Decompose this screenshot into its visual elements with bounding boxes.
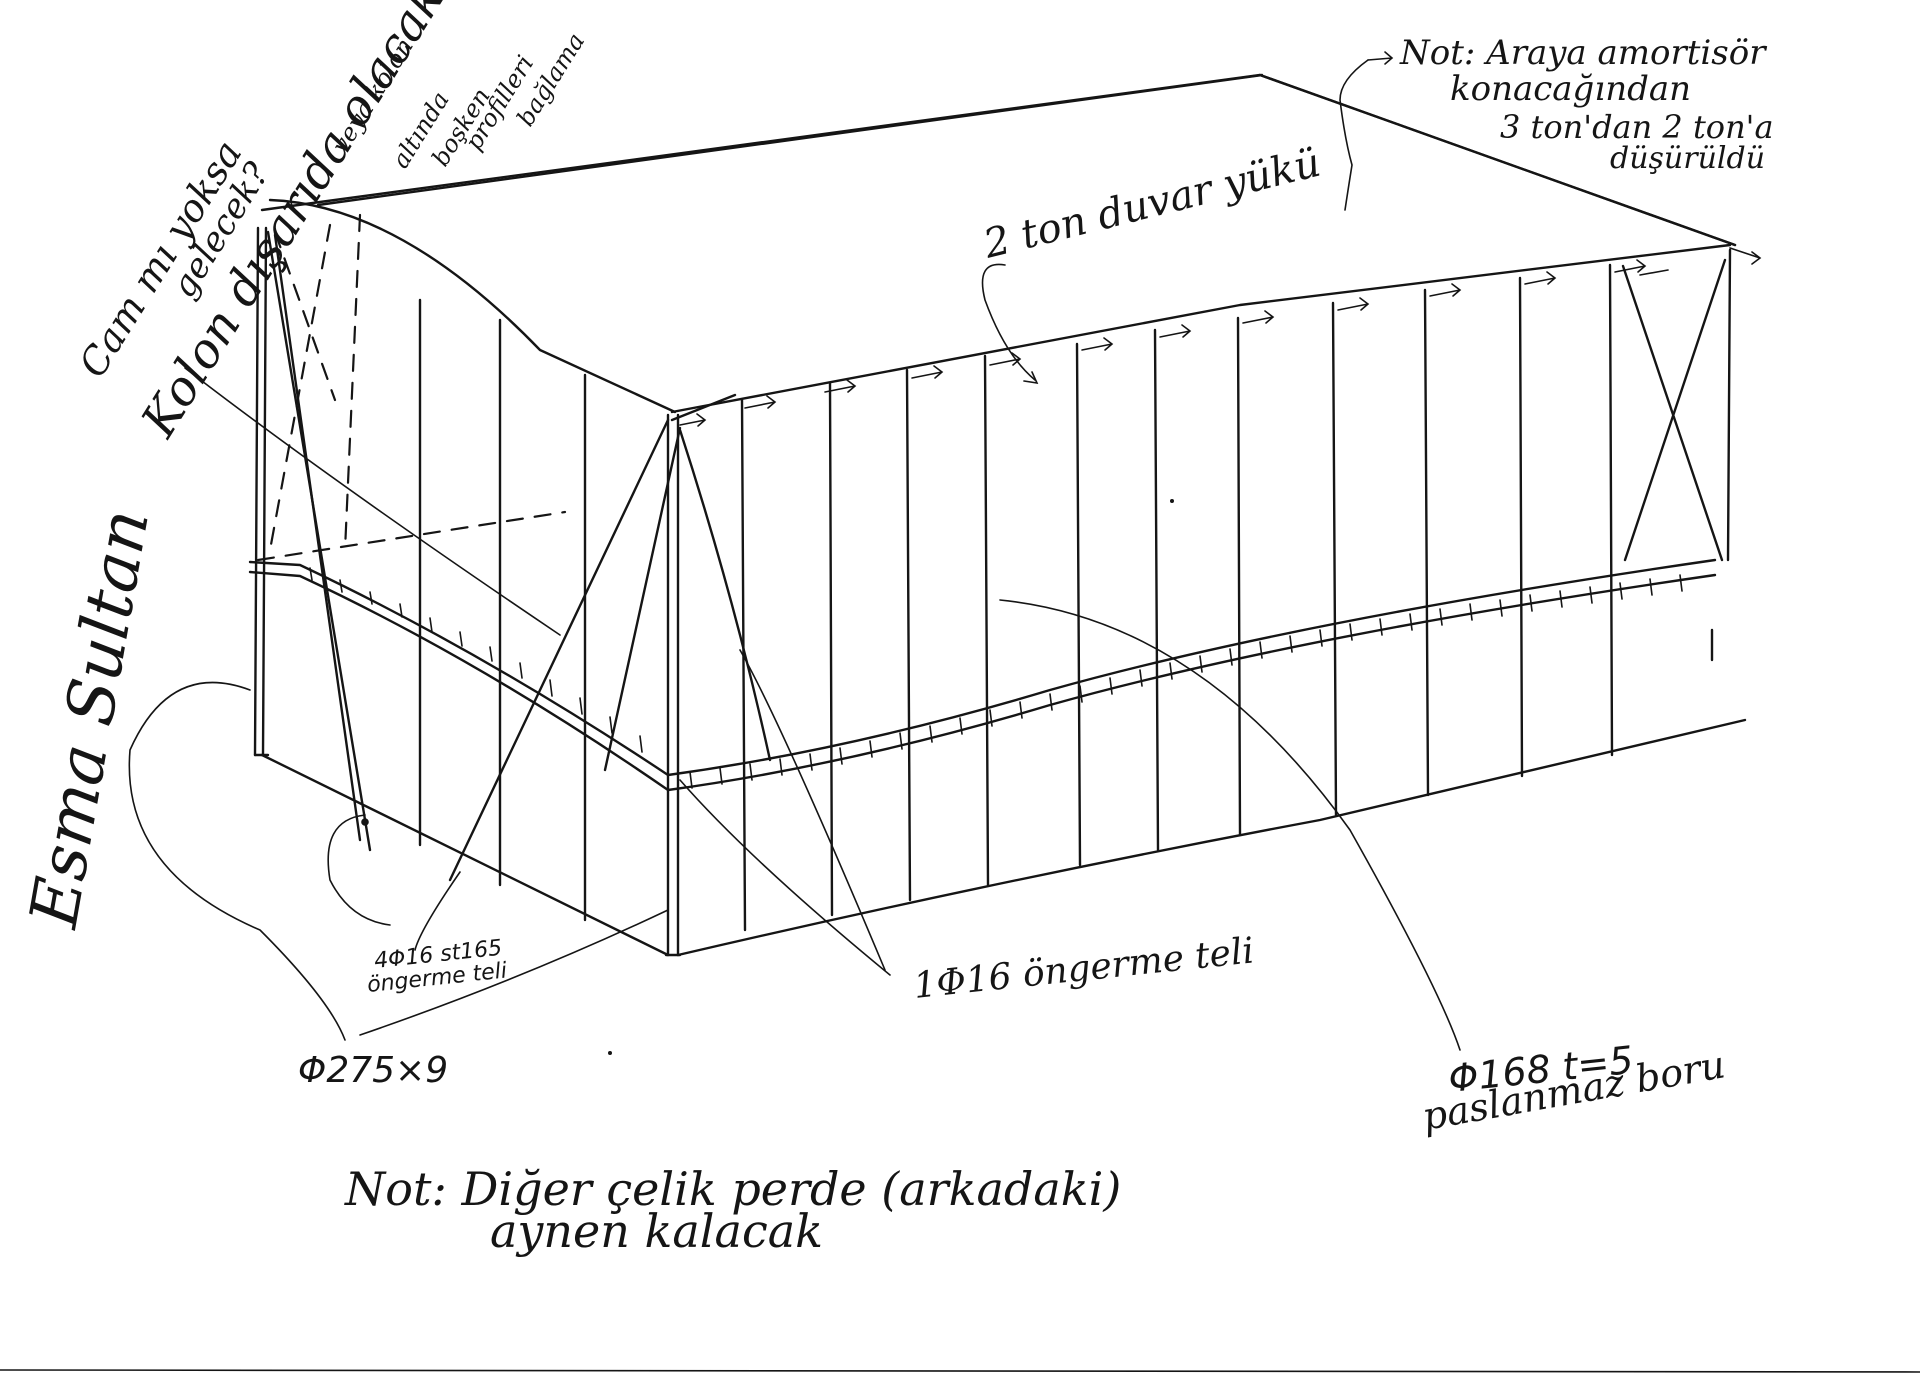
note-top-1: Not: Araya amortisör [1399, 33, 1767, 73]
hidden-lines [256, 213, 567, 562]
column-pipe-label: Φ275×9 [298, 1050, 448, 1091]
vertical-tubes [266, 230, 1727, 932]
prestress-1-label: 1Φ16 öngerme teli [912, 930, 1256, 1007]
author-label: Esma Sultan [15, 504, 164, 934]
note-top-3: 3 ton'dan 2 ton'a [1500, 108, 1774, 146]
ink-dot [1170, 499, 1174, 503]
ink-dot [608, 1051, 612, 1055]
load-arrows [679, 247, 1762, 427]
leader-lines [128, 51, 1461, 1051]
wind-load-label: 2 ton duvar yükü [978, 140, 1325, 268]
note-top-2: konacağından [1450, 69, 1691, 109]
scan-edge [0, 1369, 1920, 1373]
note-bottom-2: aynen kalacak [490, 1204, 823, 1258]
note-top-4: düşürüldü [1610, 141, 1765, 176]
note-bottom-1: Not: Diğer çelik perde (arkadaki) [344, 1162, 1121, 1216]
tie-beam [248, 558, 1717, 792]
box-outline [253, 73, 1747, 957]
